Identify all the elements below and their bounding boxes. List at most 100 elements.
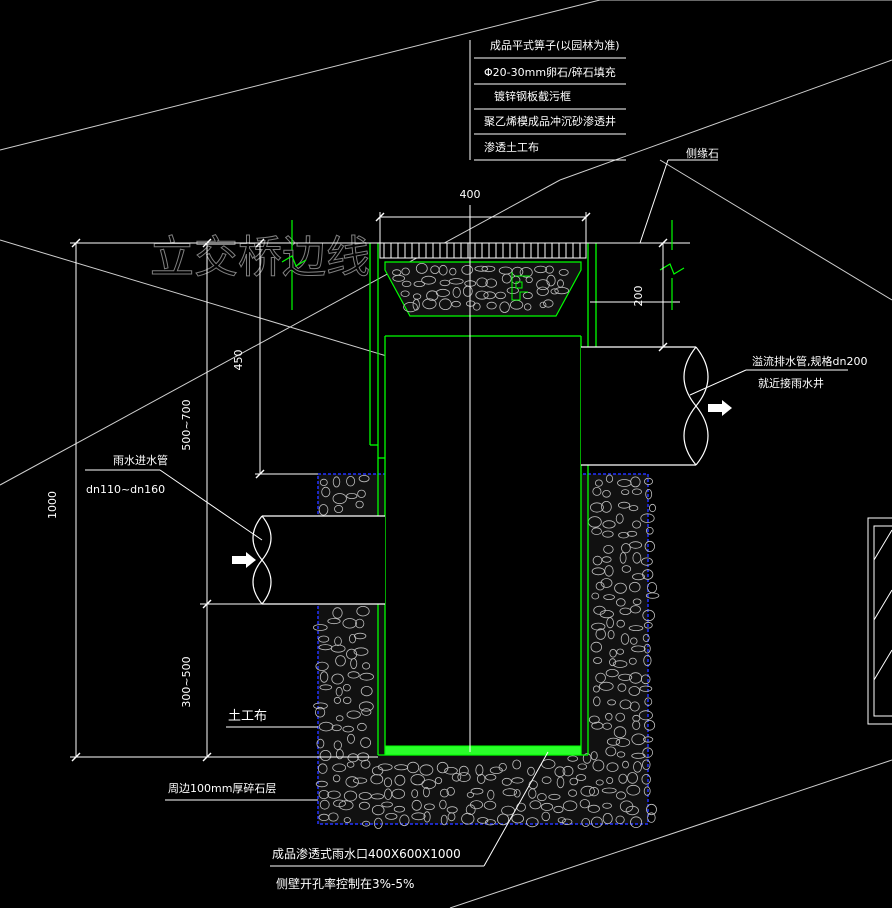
pebble	[447, 812, 456, 822]
pebble	[499, 301, 510, 313]
pebble	[470, 787, 484, 795]
pebble	[485, 278, 498, 288]
pebble	[348, 634, 356, 644]
pebble	[539, 301, 547, 309]
pebble	[554, 766, 566, 777]
pebble	[345, 776, 359, 788]
pebble	[469, 800, 483, 810]
pebble	[413, 280, 426, 287]
pebble	[590, 502, 604, 513]
pebble	[476, 277, 488, 288]
pebble	[616, 791, 627, 800]
pebble	[541, 776, 552, 784]
pebble	[411, 799, 422, 811]
pebble	[631, 733, 646, 746]
pebble	[599, 609, 614, 619]
pebble	[392, 274, 406, 282]
pebble	[553, 805, 564, 814]
overflow-callout	[689, 369, 848, 396]
pebble	[462, 285, 473, 297]
pebble	[435, 288, 450, 297]
pebble	[620, 633, 630, 645]
pebble	[318, 504, 329, 516]
pebble	[439, 799, 447, 810]
pebble	[602, 489, 611, 498]
pebble	[642, 634, 650, 642]
pebble	[423, 803, 435, 811]
pebble	[359, 672, 374, 681]
pebble	[632, 573, 645, 581]
pebble	[601, 556, 612, 563]
pebble	[498, 763, 507, 772]
pebble	[347, 753, 359, 763]
pebble	[352, 777, 368, 784]
pebble	[590, 641, 603, 653]
pebble	[593, 685, 600, 693]
pebble	[439, 298, 452, 311]
pebble	[319, 750, 332, 762]
pebble	[548, 793, 561, 800]
pebble	[616, 619, 625, 628]
pebble	[316, 738, 325, 749]
pebble	[645, 489, 653, 500]
pebble	[642, 609, 655, 622]
pebble	[410, 774, 425, 786]
pebble	[358, 801, 370, 810]
pebble	[461, 812, 475, 825]
pebble	[579, 799, 590, 809]
pebble	[642, 747, 653, 758]
pebble	[593, 696, 601, 707]
pebble	[477, 817, 489, 824]
pebble	[357, 722, 367, 732]
pebble	[630, 637, 638, 645]
pebble	[513, 789, 521, 798]
pebble	[600, 578, 613, 588]
pebble	[448, 278, 464, 285]
pebble	[629, 541, 643, 549]
outlet-arrow-icon	[708, 400, 732, 416]
curb-stone-label: 侧缘石	[686, 147, 719, 160]
pebble	[343, 817, 351, 824]
pebble	[444, 766, 458, 775]
pebble	[643, 643, 651, 654]
pebble	[401, 267, 410, 276]
pebble	[381, 801, 393, 808]
pebble	[440, 814, 448, 826]
pebble	[606, 737, 621, 746]
pebble	[353, 647, 369, 656]
pebble	[603, 594, 615, 600]
pebble	[638, 710, 653, 721]
grate	[379, 242, 587, 259]
pebble	[619, 552, 627, 564]
pebble	[346, 476, 356, 487]
pebble	[589, 786, 600, 797]
pebble	[423, 811, 431, 823]
pebble	[312, 624, 328, 631]
curb-stone-callout	[639, 159, 718, 244]
pebble	[332, 493, 347, 505]
pebble	[591, 527, 602, 535]
pebble	[558, 268, 569, 276]
pebble	[556, 776, 565, 789]
pebble	[330, 644, 346, 653]
pebble	[328, 812, 339, 822]
pebble	[315, 780, 328, 788]
pebble	[616, 751, 626, 758]
pebble	[647, 582, 658, 594]
pebble	[628, 657, 637, 665]
pebble	[489, 766, 503, 774]
pebble	[358, 474, 370, 483]
pebble	[602, 530, 614, 538]
pebble	[393, 805, 405, 813]
inlet-callout	[85, 469, 263, 541]
pebble	[400, 290, 410, 297]
filter-detail	[511, 272, 530, 301]
pebble	[415, 262, 428, 274]
pebble	[333, 696, 341, 704]
pebble	[595, 628, 606, 640]
pebble	[605, 668, 619, 678]
pebble	[362, 662, 371, 670]
pebble	[391, 788, 405, 799]
pebble	[631, 488, 642, 495]
